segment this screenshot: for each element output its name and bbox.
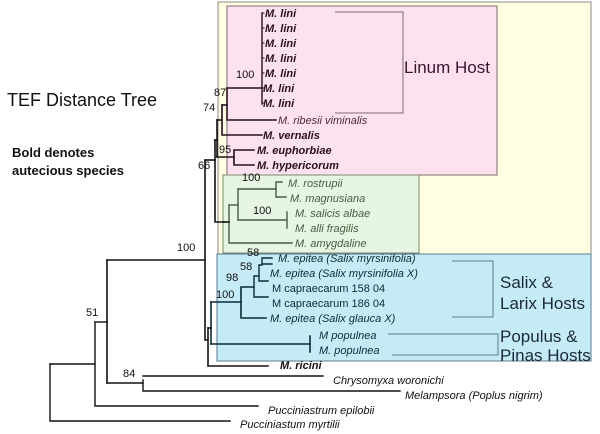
taxon-label: M capraecarum 186 04 xyxy=(272,298,385,310)
taxon-label: M capraecarum 158 04 xyxy=(272,283,385,295)
taxon-label: M populnea xyxy=(319,330,377,342)
taxon-label: M. lini xyxy=(265,53,297,65)
taxon-label: M. ribesii viminalis xyxy=(278,115,368,127)
tree-branches xyxy=(49,12,401,422)
taxon-label: M. vernalis xyxy=(263,130,320,142)
tree-branch xyxy=(142,375,401,392)
group-label-salix-2: Larix Hosts xyxy=(500,294,585,313)
taxon-label: M. salicis albae xyxy=(295,208,370,220)
salix-populus-box xyxy=(216,253,592,362)
taxa-labels: M. lini M. lini M. lini M. lini M. lini M. li… xyxy=(240,8,543,431)
bootstrap-root-inner: 51 xyxy=(86,307,98,319)
bootstrap-epitea-pair: 58 xyxy=(247,247,259,259)
tree-branch xyxy=(240,286,267,319)
taxon-label: Melampsora (Poplus nigrim) xyxy=(405,390,543,402)
tree-branch xyxy=(258,264,269,282)
bootstrap-euphorbiae-hypericorum: 95 xyxy=(219,144,231,156)
bootstrap-lini-clade: 100 xyxy=(236,69,254,81)
salix-bracket xyxy=(452,260,494,318)
taxon-label: M. amygdaline xyxy=(295,238,367,250)
tree-branch xyxy=(94,321,259,407)
taxon-label: M. euphorbiae xyxy=(257,145,332,157)
page-title: TEF Distance Tree xyxy=(7,90,157,110)
populus-bracket xyxy=(388,333,499,356)
taxon-label: M. lini xyxy=(265,38,297,50)
taxon-label: M. lini xyxy=(265,68,297,80)
tree-branch xyxy=(226,87,277,121)
tree-branch xyxy=(261,12,265,104)
bootstrap-epitea-capraecarum: 58 xyxy=(240,261,252,273)
taxon-label: M. epitea (Salix myrsinifolia X) xyxy=(270,268,418,280)
linum-host-box xyxy=(226,5,498,176)
linum-bracket xyxy=(335,11,404,114)
taxon-label: Pucciniastum myrtilii xyxy=(240,419,340,431)
bootstrap-with-vernalis: 74 xyxy=(203,102,215,114)
green-clade-box xyxy=(222,174,420,254)
bootstrap-chrysomyxa-melampsora: 84 xyxy=(123,368,135,380)
tree-branch xyxy=(214,139,225,223)
legend-note-line-1: Bold denotes xyxy=(12,145,94,160)
bootstrap-salicis-alli: 100 xyxy=(253,205,271,217)
taxon-label: M. alli fragilis xyxy=(295,223,359,235)
taxon-label: Pucciniastrum epilobii xyxy=(268,405,375,417)
group-label-populus-1: Populus & xyxy=(500,327,578,346)
group-label-populus-2: Pinas Hosts xyxy=(500,346,591,365)
bootstrap-rostrupii-magnusiana: 100 xyxy=(242,172,260,184)
tree-branch xyxy=(237,211,288,229)
taxon-label: M. magnusiana xyxy=(290,193,365,205)
bootstrap-values: 100 87 74 95 66 100 100 58 58 98 100 100… xyxy=(86,69,271,380)
bootstrap-salix-clade: 100 xyxy=(216,289,234,301)
tree-branch xyxy=(221,104,263,136)
tree-branch xyxy=(261,257,273,265)
taxon-label: M. epitea (Salix glauca X) xyxy=(270,313,396,325)
taxon-label: M. lini xyxy=(263,98,295,110)
tree-branch xyxy=(204,159,209,341)
bootstrap-linum-group: 66 xyxy=(198,160,210,172)
taxon-label: M. populnea xyxy=(319,345,380,357)
group-label-linum: Linum Host xyxy=(404,58,490,77)
bootstrap-salix-inner: 98 xyxy=(226,272,238,284)
bootstrap-melampsora-clade: 100 xyxy=(177,242,195,254)
taxon-label: M. hypericorum xyxy=(257,160,339,172)
bootstrap-lini-ribesii: 87 xyxy=(214,87,226,99)
taxon-label: M. rostrupii xyxy=(288,178,343,190)
legend-note-line-2: autecious species xyxy=(12,163,124,178)
taxon-label: M. lini xyxy=(263,83,295,95)
tree-branch xyxy=(228,204,293,244)
tree-branch xyxy=(49,363,231,422)
taxon-label: M. epitea (Salix myrsinifolia) xyxy=(278,253,416,265)
taxon-label: M. lini xyxy=(265,8,297,20)
taxon-label: Chrysomyxa woronichi xyxy=(333,375,444,387)
group-label-salix-1: Salix & xyxy=(500,273,554,292)
taxon-label: M. ricini xyxy=(280,360,323,372)
tree-branch xyxy=(253,275,269,298)
taxon-label: M. lini xyxy=(265,23,297,35)
